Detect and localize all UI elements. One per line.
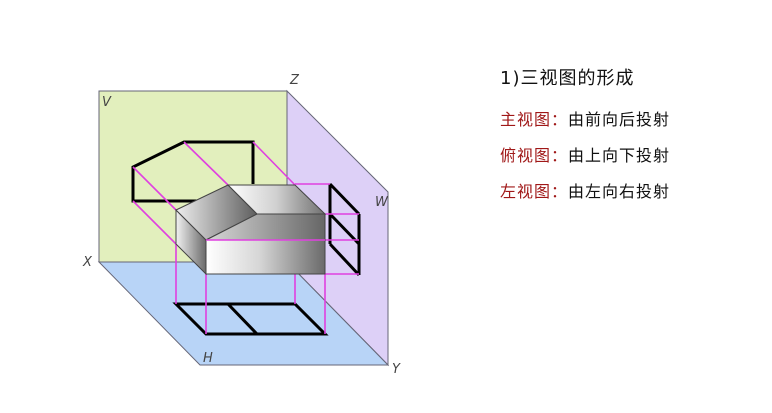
- plane-label-w: W: [375, 195, 389, 210]
- view-name: 俯视图: [500, 146, 552, 165]
- axis-label-x: X: [82, 255, 93, 270]
- plane-label-h: H: [203, 351, 213, 366]
- axis-label-z: Z: [289, 73, 300, 88]
- figure-title: 1)三视图的形成: [500, 68, 635, 89]
- view-description: 由上向下投射: [568, 146, 671, 165]
- legend-row-left-view: 左视图：由左向右投射: [500, 180, 670, 204]
- legend-row-front-view: 主视图：由前向后投射: [500, 108, 670, 132]
- view-description: 由前向后投射: [568, 110, 671, 129]
- separator: ：: [551, 146, 569, 165]
- front-view-outline: [131, 140, 255, 203]
- legend-row-top-view: 俯视图：由上向下投射: [500, 144, 670, 168]
- solid-block: [175, 184, 327, 276]
- legend: 1)三视图的形成 主视图：由前向后投射 俯视图：由上向下投射 左视图：由左向右投…: [500, 66, 670, 216]
- separator: ：: [551, 182, 569, 201]
- separator: ：: [551, 110, 569, 129]
- view-name: 主视图: [500, 110, 552, 129]
- axis-label-y: Y: [392, 362, 401, 377]
- view-name: 左视图: [500, 182, 552, 201]
- plane-label-v: V: [102, 95, 112, 110]
- view-description: 由左向右投射: [568, 182, 671, 201]
- projection-lines: [132, 141, 359, 334]
